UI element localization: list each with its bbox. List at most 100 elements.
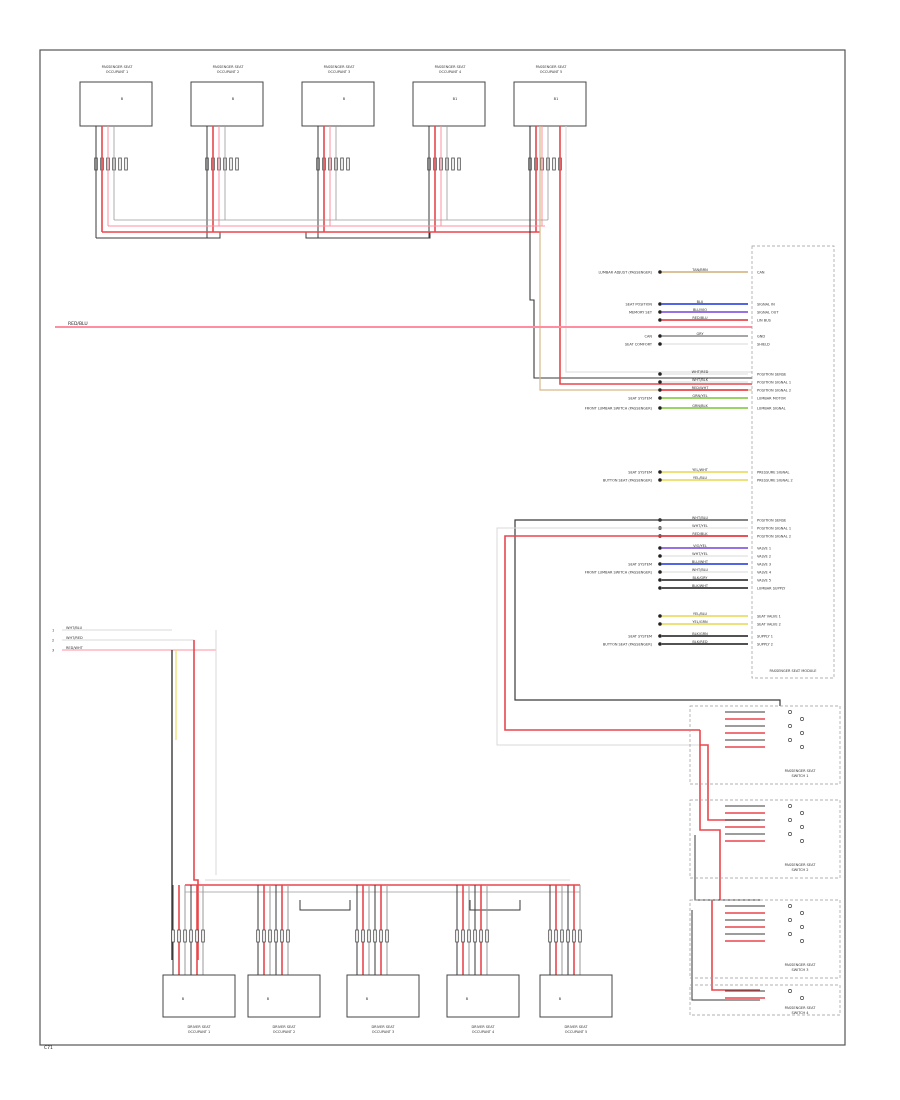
switch-contact — [788, 918, 792, 922]
connector-pin — [183, 929, 187, 943]
switch-contact — [788, 989, 792, 993]
connector-pin — [457, 157, 461, 171]
splice-dot — [658, 554, 662, 558]
wire — [469, 900, 521, 911]
bottom-harness — [171, 630, 580, 960]
module-pin-label: POSITION SIGNAL 2 — [757, 535, 791, 539]
module-pin-label: POSITION SIGNAL 1 — [757, 527, 791, 531]
splice-dot — [658, 642, 662, 646]
module-pin-label: SEAT VALVE 2 — [757, 623, 781, 627]
switch-contact — [800, 811, 804, 815]
bottom-sensor-box — [346, 974, 420, 1018]
module-pin-wire-label: WHT/YEL — [692, 552, 708, 556]
footer-code: C71 — [44, 1045, 53, 1051]
connector-pin — [124, 157, 128, 171]
wire — [299, 900, 351, 911]
splice-dot — [658, 406, 662, 410]
bottom-sensor-box — [446, 974, 520, 1018]
module-pin: WHT/YEL POSITION SIGNAL 1 — [658, 524, 791, 531]
connector-pin — [229, 157, 233, 171]
wire — [193, 640, 199, 960]
module-pin-wire-label: TAN/BRN — [691, 268, 708, 272]
module-pin-label: LUMBAR SIGNAL — [757, 407, 786, 411]
splice-dot — [658, 396, 662, 400]
module-pin-label: SUPPLY 2 — [757, 643, 773, 647]
right-harness — [496, 519, 781, 1001]
left-bus-wire-label: WHT/BLU — [66, 626, 83, 630]
switch-contact — [800, 731, 804, 735]
top-sensor-code: B — [232, 97, 235, 101]
module-pin-destination: SEAT SYSTEM — [628, 397, 652, 401]
signal-wire-label: RED/BLU — [68, 321, 88, 327]
passenger-seat-module: PASSENGER SEAT MODULE — [751, 245, 835, 679]
splice-dot — [658, 562, 662, 566]
connector-pin — [361, 929, 365, 943]
module-pin-destination: FRONT LUMBAR SWITCH (PASSENGER) — [585, 407, 653, 411]
right-switch-box — [689, 984, 841, 1016]
switch-contact — [788, 804, 792, 808]
wire — [700, 744, 760, 821]
connector-pin — [479, 929, 483, 943]
module-pin-label: SEAT VALVE 1 — [757, 615, 781, 619]
module-pin-destination: BUTTON SEAT (PASSENGER) — [603, 643, 653, 647]
left-bus-pin: 2 — [52, 639, 54, 643]
left-bus-wire-label: RED/WHT — [66, 646, 84, 650]
connector-pin — [235, 157, 239, 171]
module-pin-wire-label: WHT/YEL — [692, 524, 708, 528]
connector-pin — [177, 929, 181, 943]
wire — [694, 835, 760, 901]
module-pin-label: POSITION SENSE — [757, 519, 786, 523]
module-box — [751, 245, 835, 679]
switch-contact — [800, 717, 804, 721]
bottom-sensor-code: B — [466, 997, 469, 1001]
top-harness — [95, 126, 752, 391]
connector-pin — [548, 929, 552, 943]
splice-dot — [658, 334, 662, 338]
switch-contact — [800, 925, 804, 929]
switch-contact — [800, 911, 804, 915]
wire — [514, 519, 781, 706]
connector-pin — [373, 929, 377, 943]
top-sensor-code: B1 — [453, 97, 458, 101]
module-pin-destination: SEAT SYSTEM — [628, 471, 652, 475]
bottom-sensor-box — [539, 974, 613, 1018]
connector-pin — [578, 929, 582, 943]
module-pin-destination: LUMBAR ADJUST (PASSENGER) — [599, 271, 653, 275]
module-pin-wire-label: BLK/GRN — [692, 632, 708, 636]
module-pin-wire-label: GRN/YEL — [692, 394, 707, 398]
wire — [559, 126, 752, 385]
splice-dot — [658, 310, 662, 314]
module-pin-label: LUMBAR MOTOR — [757, 397, 786, 401]
connector-pin — [385, 929, 389, 943]
bottom-sensor-code: B — [366, 997, 369, 1001]
wire — [504, 535, 748, 731]
connector-pin — [118, 157, 122, 171]
